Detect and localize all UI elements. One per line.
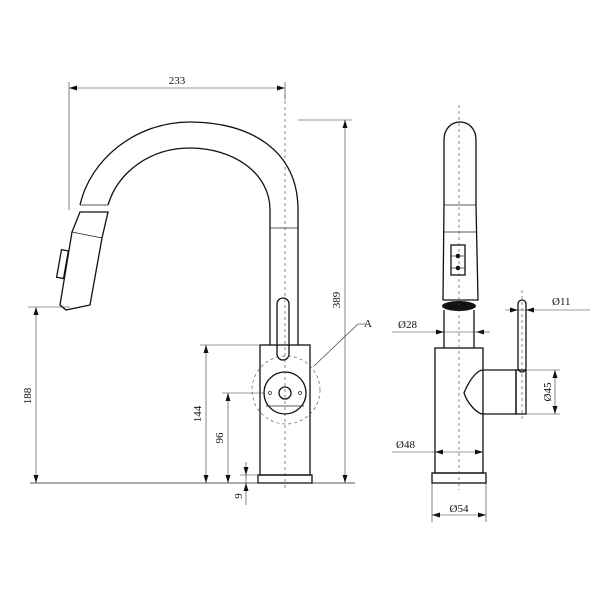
side-spray-button: [450, 244, 466, 276]
dim-233: 233: [68, 75, 286, 210]
dim-dia-54-label: Ø54: [450, 503, 469, 515]
dim-dia-28: Ø28: [392, 319, 490, 335]
dim-dia-48-label: Ø48: [396, 439, 415, 451]
dim-389: 389: [298, 119, 352, 483]
dim-188-label: 188: [22, 387, 34, 404]
dim-389-label: 389: [331, 291, 343, 308]
dim-233-label: 233: [169, 75, 186, 87]
detail-a-circle: [251, 355, 321, 425]
side-spout: [443, 121, 477, 205]
dim-96-label: 96: [214, 432, 226, 444]
spray-head: [59, 211, 109, 311]
detail-a-leader: A: [313, 318, 372, 367]
dim-dia-54: Ø54: [431, 483, 487, 522]
dim-9-label: 9: [233, 493, 245, 499]
front-view: [30, 95, 355, 490]
detail-a-label: A: [364, 318, 372, 330]
dim-144-label: 144: [192, 405, 204, 422]
dim-dia-48: Ø48: [392, 439, 483, 455]
dim-dia-11: Ø11: [505, 296, 590, 313]
dim-dia-45-label: Ø45: [542, 382, 554, 401]
dim-dia-28-label: Ø28: [398, 319, 417, 331]
spout-inner: [107, 147, 271, 228]
spout-outer: [79, 121, 299, 228]
dim-9: 9: [233, 462, 260, 505]
dim-144: 144: [192, 344, 262, 483]
side-handle: [463, 369, 517, 415]
side-lever: [517, 299, 527, 373]
side-view: [431, 105, 527, 490]
lever: [276, 297, 290, 361]
dim-188: 188: [22, 306, 70, 483]
dim-dia-11-label: Ø11: [552, 296, 571, 308]
spray-button: [55, 248, 70, 280]
dim-96: 96: [214, 392, 264, 483]
dim-dia-45: Ø45: [526, 369, 560, 415]
